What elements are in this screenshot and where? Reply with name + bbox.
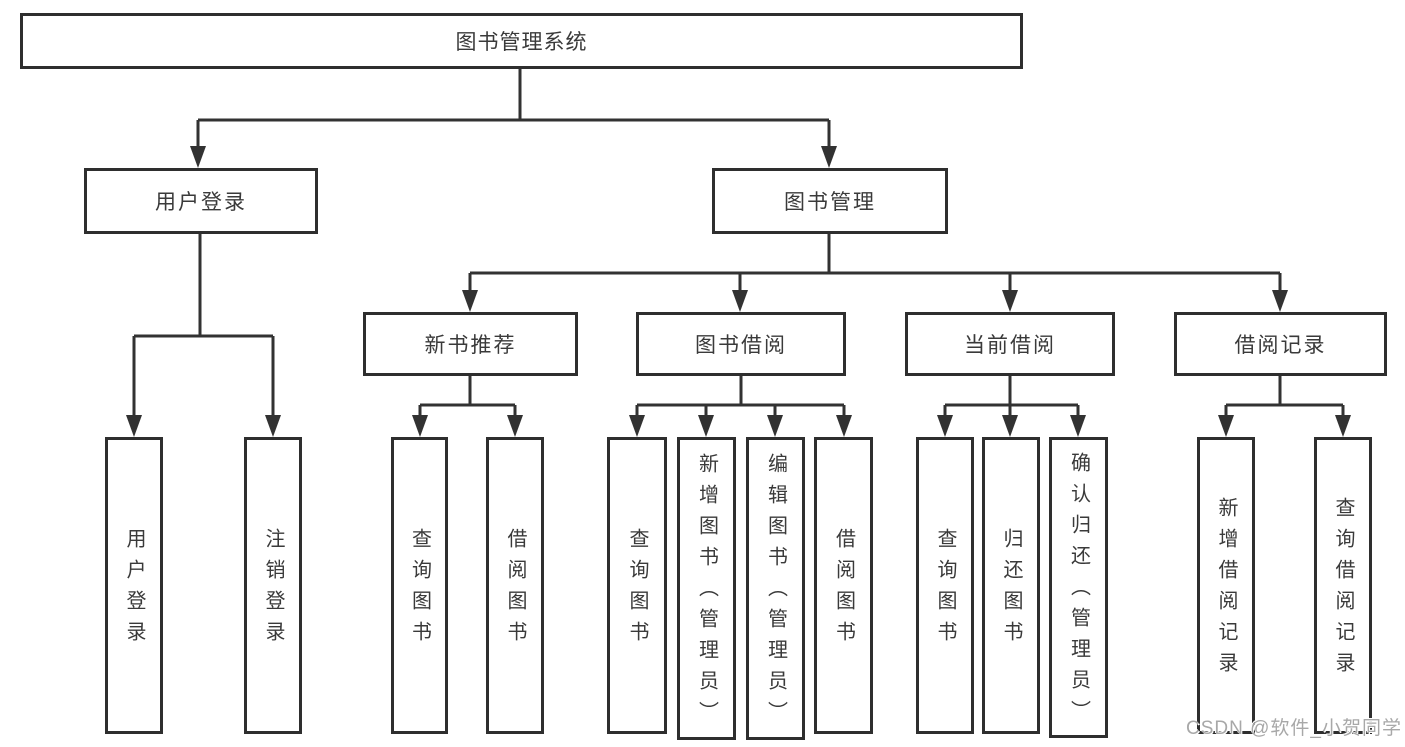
node-cb-confirm-return-admin: 确认归还（管理员）	[1049, 437, 1108, 738]
node-cb-return-books: 归还图书	[982, 437, 1040, 734]
node-book-borrowing: 图书借阅	[636, 312, 846, 376]
node-label: 用户登录	[155, 191, 247, 214]
node-bb-query-books: 查询图书	[607, 437, 667, 734]
node-br-add-record: 新增借阅记录	[1197, 437, 1255, 734]
node-label: 借阅图书	[832, 527, 855, 652]
node-label: 新增图书（管理员）	[695, 453, 718, 732]
node-user-login: 用户登录	[84, 168, 318, 234]
node-label: 查询图书	[626, 527, 648, 652]
node-borrowing-records: 借阅记录	[1174, 312, 1387, 376]
node-label: 查询图书	[408, 527, 431, 652]
node-label: 用户登录	[123, 527, 145, 652]
node-bb-borrow-books: 借阅图书	[814, 437, 873, 734]
node-label: 注销登录	[262, 527, 284, 652]
node-label: 图书管理系统	[455, 31, 588, 54]
node-bb-edit-books-admin: 编辑图书（管理员）	[746, 437, 805, 740]
node-label: 归还图书	[1000, 527, 1022, 652]
node-label: 新增借阅记录	[1215, 496, 1237, 683]
node-br-query-record: 查询借阅记录	[1314, 437, 1372, 734]
csdn-watermark: CSDN @软件_小贺同学	[1186, 718, 1402, 739]
node-login: 用户登录	[105, 437, 163, 734]
node-label: 查询借阅记录	[1332, 496, 1354, 683]
node-label: 图书借阅	[695, 334, 787, 357]
node-label: 借阅图书	[504, 527, 526, 652]
node-label: 新书推荐	[424, 334, 517, 357]
node-new-book-recommend: 新书推荐	[363, 312, 578, 376]
arrowheads	[126, 146, 1351, 437]
node-label: 查询图书	[934, 527, 956, 652]
node-cb-query-books: 查询图书	[916, 437, 974, 734]
node-rec-borrow-books: 借阅图书	[486, 437, 544, 734]
node-bb-add-books-admin: 新增图书（管理员）	[677, 437, 736, 740]
node-label: 当前借阅	[964, 334, 1056, 357]
node-label: 借阅记录	[1234, 334, 1327, 357]
node-current-borrowing: 当前借阅	[905, 312, 1115, 376]
node-label: 编辑图书（管理员）	[764, 453, 787, 732]
node-book-management: 图书管理	[712, 168, 948, 234]
node-library-management-system: 图书管理系统	[20, 13, 1023, 69]
node-label: 图书管理	[784, 191, 876, 214]
node-label: 确认归还（管理员）	[1067, 452, 1090, 731]
node-logout: 注销登录	[244, 437, 302, 734]
node-rec-query-books: 查询图书	[391, 437, 448, 734]
